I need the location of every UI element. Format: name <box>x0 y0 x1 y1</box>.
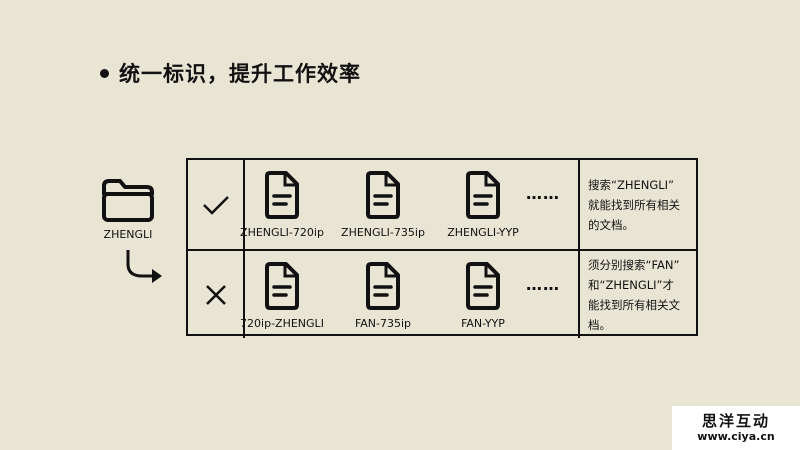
file-name: ZHENGLI-YYP <box>447 226 519 239</box>
file-item: FAN-735ip <box>333 261 433 330</box>
document-icon <box>265 171 299 219</box>
watermark: 思洋互动 www.ciya.cn <box>672 406 800 450</box>
description-line: 能找到所有相关文档。 <box>588 297 680 332</box>
more-ellipsis: …… <box>526 184 560 203</box>
mark-cell <box>188 251 245 338</box>
description-cell: 搜索“ZHENGLI” 就能找到所有相关 的文档。 <box>578 160 696 249</box>
heading-text: 统一标识，提升工作效率 <box>119 62 361 86</box>
description-line: 和“ZHENGLI”才 <box>588 277 675 292</box>
check-icon <box>202 195 229 215</box>
description-line: 就能找到所有相关 <box>588 197 680 212</box>
description-line: 搜索“ZHENGLI” <box>588 177 675 192</box>
comparison-table: ZHENGLI-720ip ZHENGLI-735ip ZHENGLI-YYP … <box>186 158 698 338</box>
file-item: ZHENGLI-720ip <box>232 170 332 239</box>
document-icon <box>466 262 500 310</box>
document-icon <box>366 171 400 219</box>
mark-cell <box>188 160 245 249</box>
watermark-name: 思洋互动 <box>701 412 770 430</box>
table-row-incorrect: 720ip-ZHENGLI FAN-735ip FAN-YYP …… 须分别搜索… <box>188 249 696 338</box>
document-icon <box>265 262 299 310</box>
file-item: FAN-YYP <box>433 261 533 330</box>
watermark-url: www.ciya.cn <box>697 430 775 443</box>
file-item: 720ip-ZHENGLI <box>232 261 332 330</box>
folder-label: ZHENGLI <box>103 228 153 241</box>
folder-icon <box>102 179 154 222</box>
document-icon <box>366 262 400 310</box>
file-name: FAN-735ip <box>354 317 412 330</box>
description-line: 的文档。 <box>588 217 634 232</box>
file-name: ZHENGLI-720ip <box>240 226 324 239</box>
file-name: ZHENGLI-735ip <box>341 226 425 239</box>
file-name: 720ip-ZHENGLI <box>240 317 324 330</box>
file-name: FAN-YYP <box>461 317 505 330</box>
bullet-icon <box>100 68 109 78</box>
table-row-correct: ZHENGLI-720ip ZHENGLI-735ip ZHENGLI-YYP … <box>188 160 696 249</box>
more-ellipsis: …… <box>526 275 560 294</box>
document-icon <box>466 171 500 219</box>
curved-arrow-icon <box>126 250 162 283</box>
file-item: ZHENGLI-735ip <box>333 170 433 239</box>
file-item: ZHENGLI-YYP <box>433 170 533 239</box>
description-cell: 须分别搜索“FAN” 和“ZHENGLI”才 能找到所有相关文档。 <box>578 251 696 338</box>
cross-icon <box>205 284 226 305</box>
description-line: 须分别搜索“FAN” <box>588 257 680 272</box>
section-heading: 统一标识，提升工作效率 <box>100 58 361 88</box>
